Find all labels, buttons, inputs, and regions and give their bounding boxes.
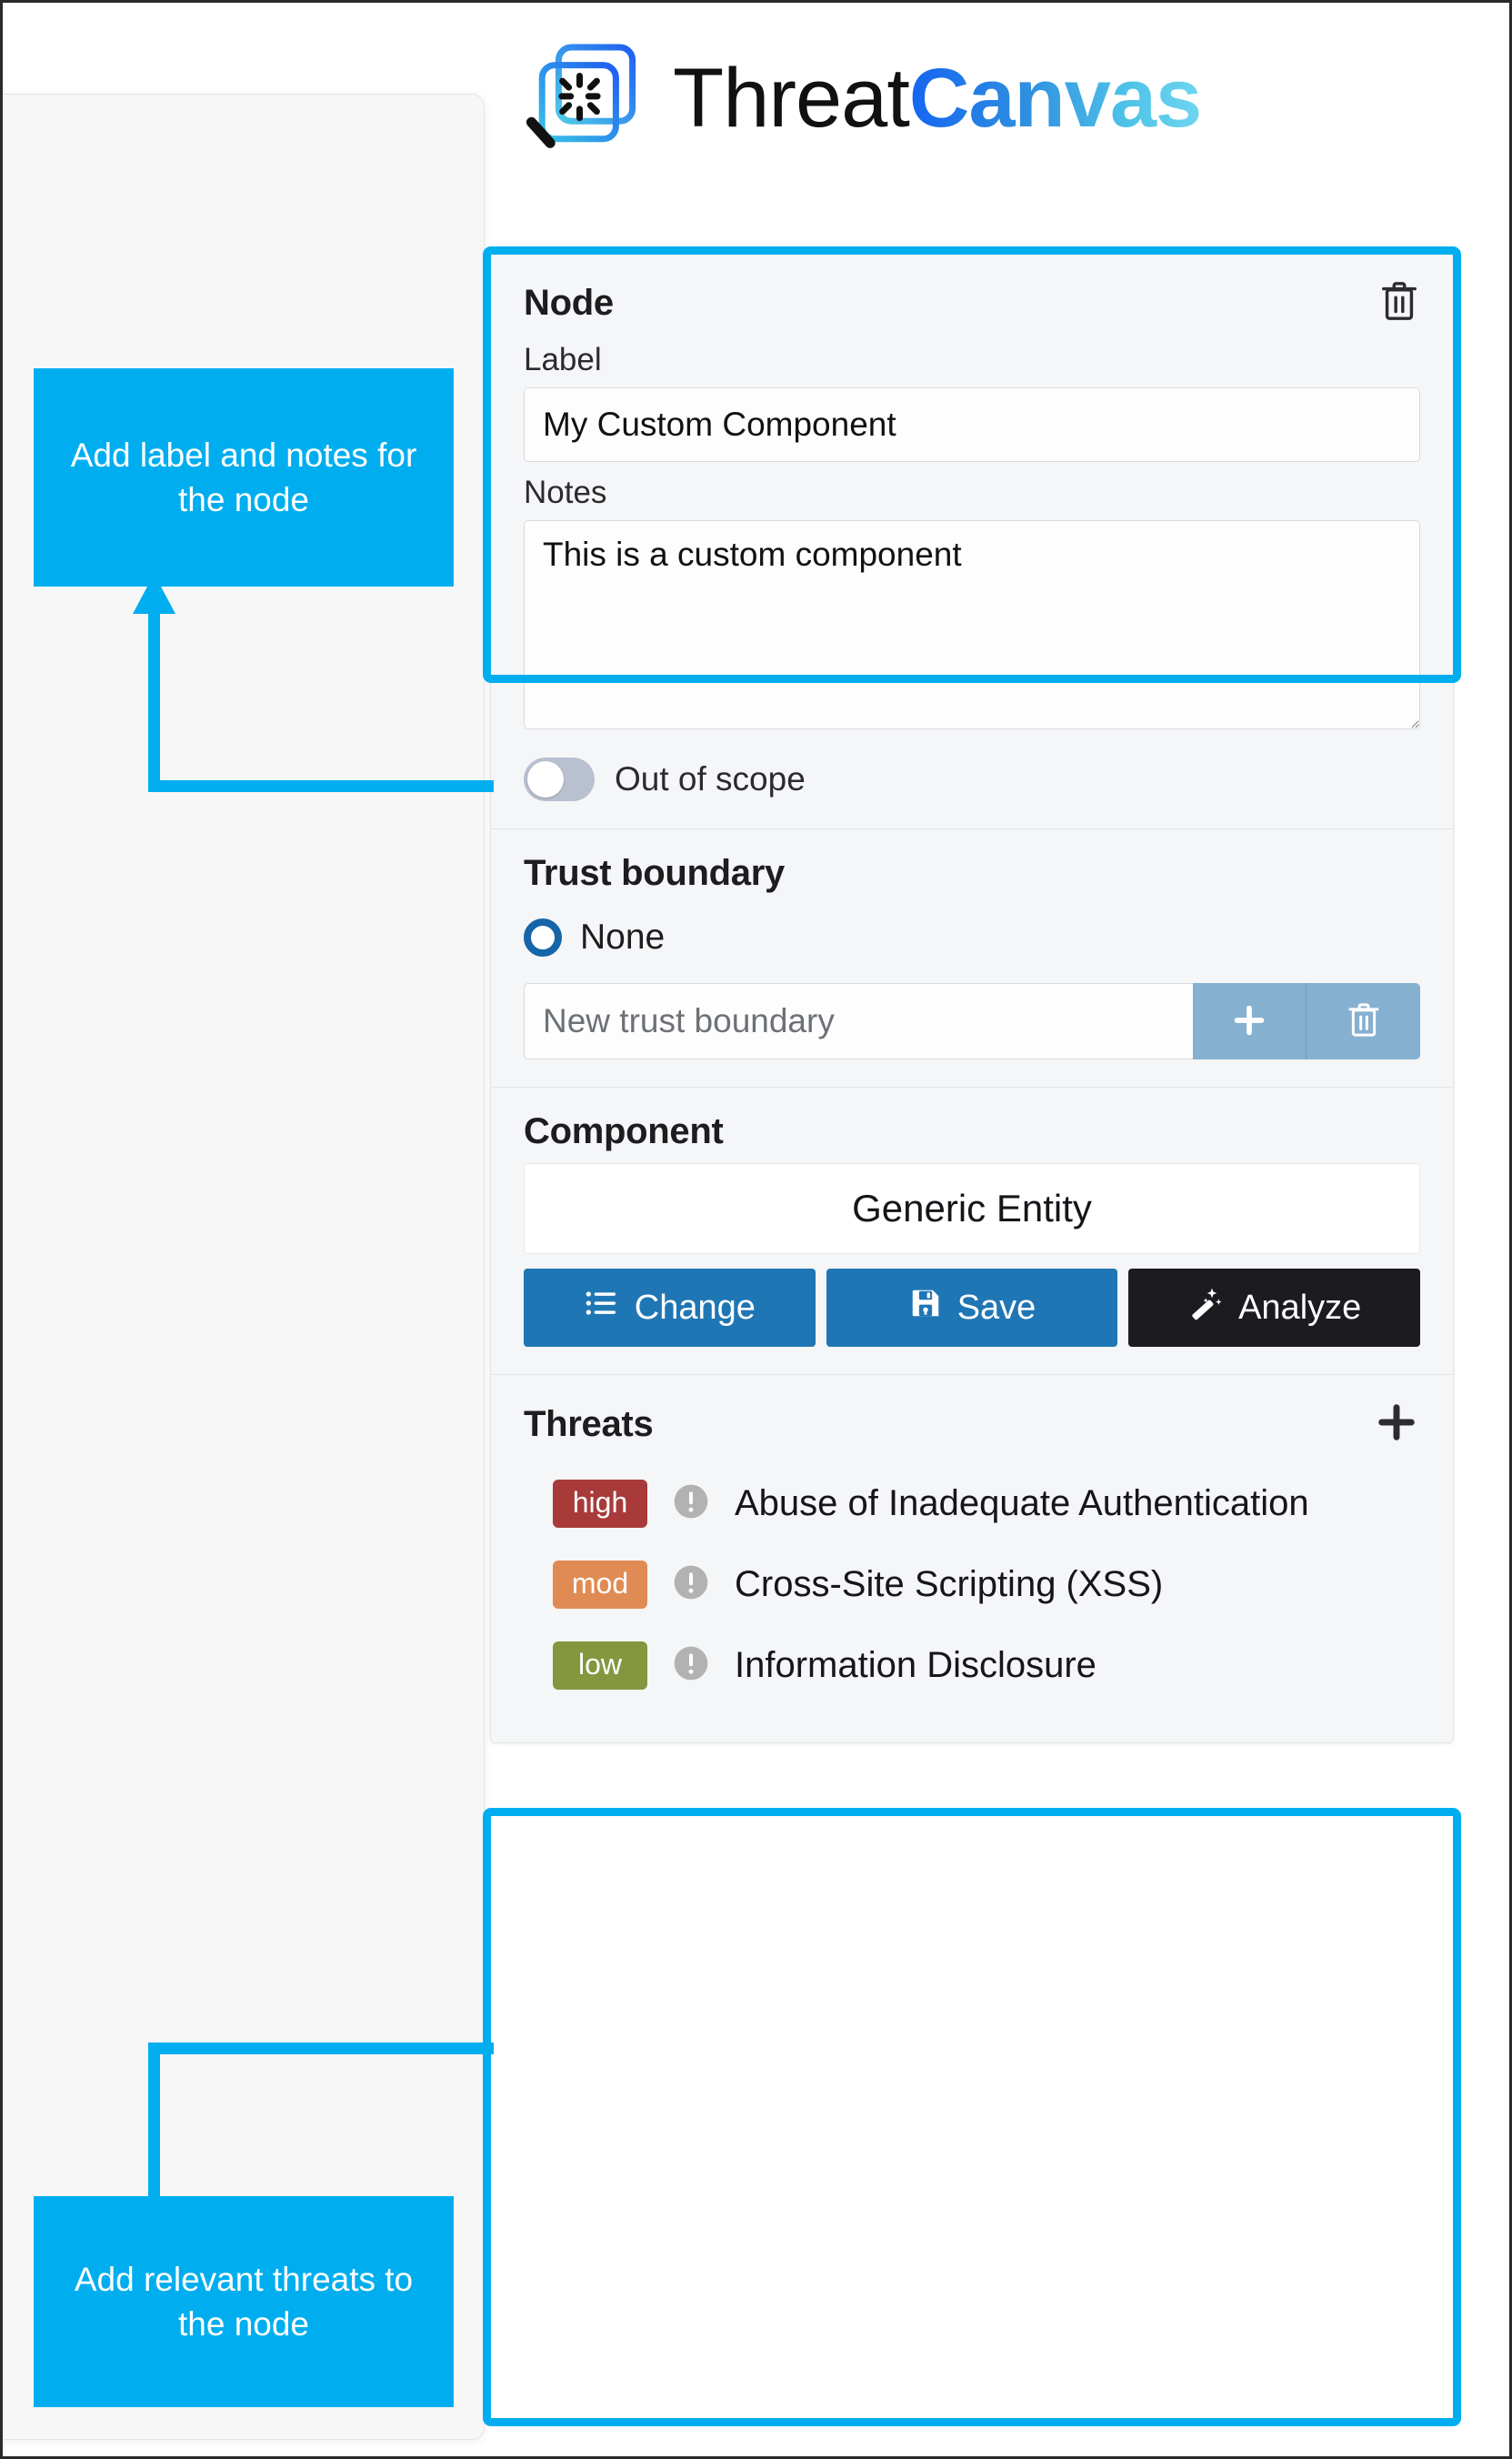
component-value[interactable]: Generic Entity — [524, 1163, 1420, 1254]
node-section-header: Node — [524, 277, 1420, 329]
out-of-scope-row[interactable]: Out of scope — [524, 758, 1420, 801]
plus-icon[interactable] — [1373, 1399, 1420, 1450]
node-properties-panel: Node Label Notes Out of scop — [490, 253, 1454, 1743]
out-of-scope-toggle[interactable] — [524, 758, 595, 801]
component-section: Component Generic Entity Change — [491, 1087, 1453, 1374]
threat-name: Cross-Site Scripting (XSS) — [735, 1563, 1164, 1604]
save-button-label: Save — [956, 1288, 1036, 1327]
app-header: ThreatCanvas — [526, 30, 1444, 166]
trash-icon — [1346, 999, 1382, 1043]
notes-field-label: Notes — [524, 475, 607, 510]
threats-section: Threats high Abuse of Inadequate Authenti… — [491, 1374, 1453, 1742]
threat-name: Abuse of Inadequate Authentication — [735, 1482, 1309, 1523]
analyze-button-label: Analyze — [1238, 1288, 1362, 1327]
threat-list: high Abuse of Inadequate Authentication mo… — [524, 1463, 1420, 1706]
new-trust-boundary-input[interactable] — [524, 983, 1193, 1059]
change-button[interactable]: Change — [524, 1269, 816, 1347]
magic-wand-icon — [1187, 1285, 1224, 1330]
callout-add-label-notes: Add label and notes for the node — [34, 368, 454, 587]
label-field-label: Label — [524, 342, 602, 377]
app-title: ThreatCanvas — [673, 56, 1202, 140]
severity-badge: high — [553, 1480, 647, 1528]
callout-add-threats: Add relevant threats to the node — [34, 2196, 454, 2407]
radio-icon-none[interactable] — [524, 918, 562, 957]
delete-trust-boundary-button[interactable] — [1307, 983, 1420, 1059]
out-of-scope-label: Out of scope — [615, 760, 806, 798]
brand-first: Threat — [673, 52, 910, 145]
brand-second: Canvas — [908, 52, 1202, 145]
highlight-threats-panel — [483, 1808, 1461, 2426]
threats-section-header: Threats — [524, 1399, 1420, 1450]
threatcanvas-logo-icon — [526, 35, 653, 162]
exclamation-circle-icon[interactable] — [671, 1562, 711, 1607]
threat-row[interactable]: low Information Disclosure — [553, 1625, 1420, 1706]
trust-boundary-section: Trust boundary None — [491, 828, 1453, 1087]
threat-row[interactable]: mod Cross-Site Scripting (XSS) — [553, 1544, 1420, 1625]
component-actions: Change Save — [524, 1269, 1421, 1347]
label-input[interactable] — [524, 387, 1420, 462]
threat-name: Information Disclosure — [735, 1644, 1096, 1685]
trust-boundary-option-none[interactable]: None — [524, 918, 1420, 958]
floppy-disk-icon — [908, 1286, 943, 1330]
analyze-button[interactable]: Analyze — [1128, 1269, 1421, 1347]
threat-row[interactable]: high Abuse of Inadequate Authentication — [553, 1463, 1420, 1544]
list-icon — [584, 1285, 620, 1330]
toggle-knob — [527, 761, 564, 798]
plus-icon — [1228, 999, 1270, 1044]
exclamation-circle-icon[interactable] — [671, 1643, 711, 1688]
severity-badge: low — [553, 1641, 647, 1690]
callout-bottom-text: Add relevant threats to the node — [74, 2260, 414, 2343]
node-title: Node — [524, 283, 614, 323]
threats-title: Threats — [524, 1404, 654, 1444]
trust-boundary-option-label: None — [580, 918, 666, 957]
trash-icon[interactable] — [1378, 277, 1420, 329]
node-section: Node Label Notes Out of scop — [491, 254, 1453, 828]
add-trust-boundary-button[interactable] — [1192, 983, 1307, 1059]
callout-top-text: Add label and notes for the node — [70, 436, 417, 518]
save-button[interactable]: Save — [826, 1269, 1118, 1347]
severity-badge: mod — [553, 1561, 647, 1609]
change-button-label: Change — [634, 1288, 756, 1327]
component-title: Component — [524, 1111, 724, 1151]
trust-boundary-title: Trust boundary — [524, 853, 785, 893]
notes-textarea[interactable] — [524, 520, 1420, 729]
new-trust-boundary-group — [524, 983, 1420, 1059]
exclamation-circle-icon[interactable] — [671, 1481, 711, 1526]
